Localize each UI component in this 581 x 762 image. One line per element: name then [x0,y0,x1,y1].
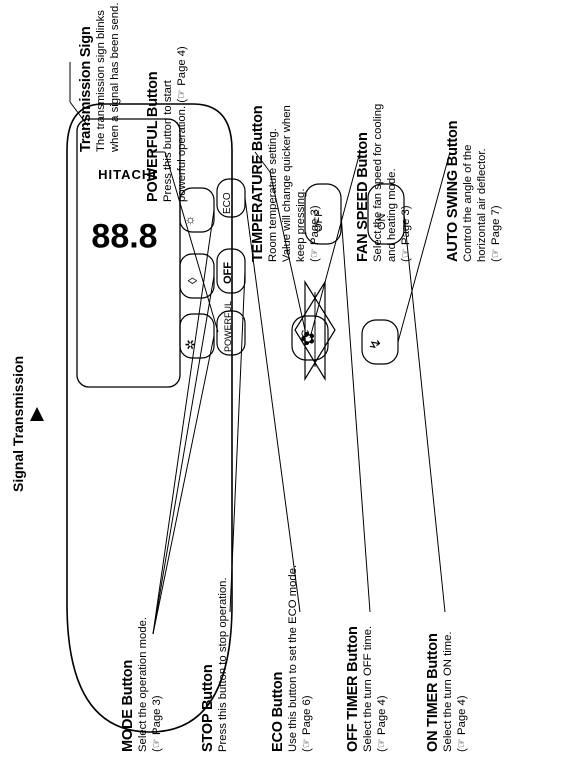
powerful-button [216,310,246,356]
powerful-block: POWERFUL Button Press this button to sta… [145,46,188,202]
transmission-sign-block: Transmission Sign The transmission sign … [78,2,121,152]
temp-up-button [304,279,336,382]
dry-icon: ◊ [185,277,200,284]
stop-label: OFF [222,262,234,284]
lcd-digits: 88.8 [91,217,158,256]
heat-icon: ☼ [184,211,197,227]
stop-block: STOP Button Press this button to stop op… [200,577,229,752]
eco-block: ECO Button Use this button to set the EC… [270,564,313,752]
temperature-block: TEMPERATURE Button Room temperature sett… [250,105,321,262]
auto-swing-block: AUTO SWING Button Control the angle of t… [445,120,502,262]
lcd-screen [76,118,181,388]
cool-icon: ✲ [183,339,198,350]
on-timer-block: ON TIMER Button Select the turn ON time.… [425,631,468,752]
swing-icon: ↯ [367,338,383,350]
signal-arrow-icon [30,407,44,421]
mode-block: MODE Button Select the operation mode. (… [120,616,163,752]
fan-speed-button [291,315,329,361]
eco-label: ECO [222,192,233,214]
powerful-label: POWERFUL [223,300,233,352]
temp-unit: °C [300,329,312,342]
cool-mode-button [179,313,215,359]
off-timer-block: OFF TIMER Button Select the turn OFF tim… [345,625,388,752]
remote-body [66,103,233,733]
fan-speed-block: FAN SPEED Button Select the fan speed fo… [355,103,412,262]
